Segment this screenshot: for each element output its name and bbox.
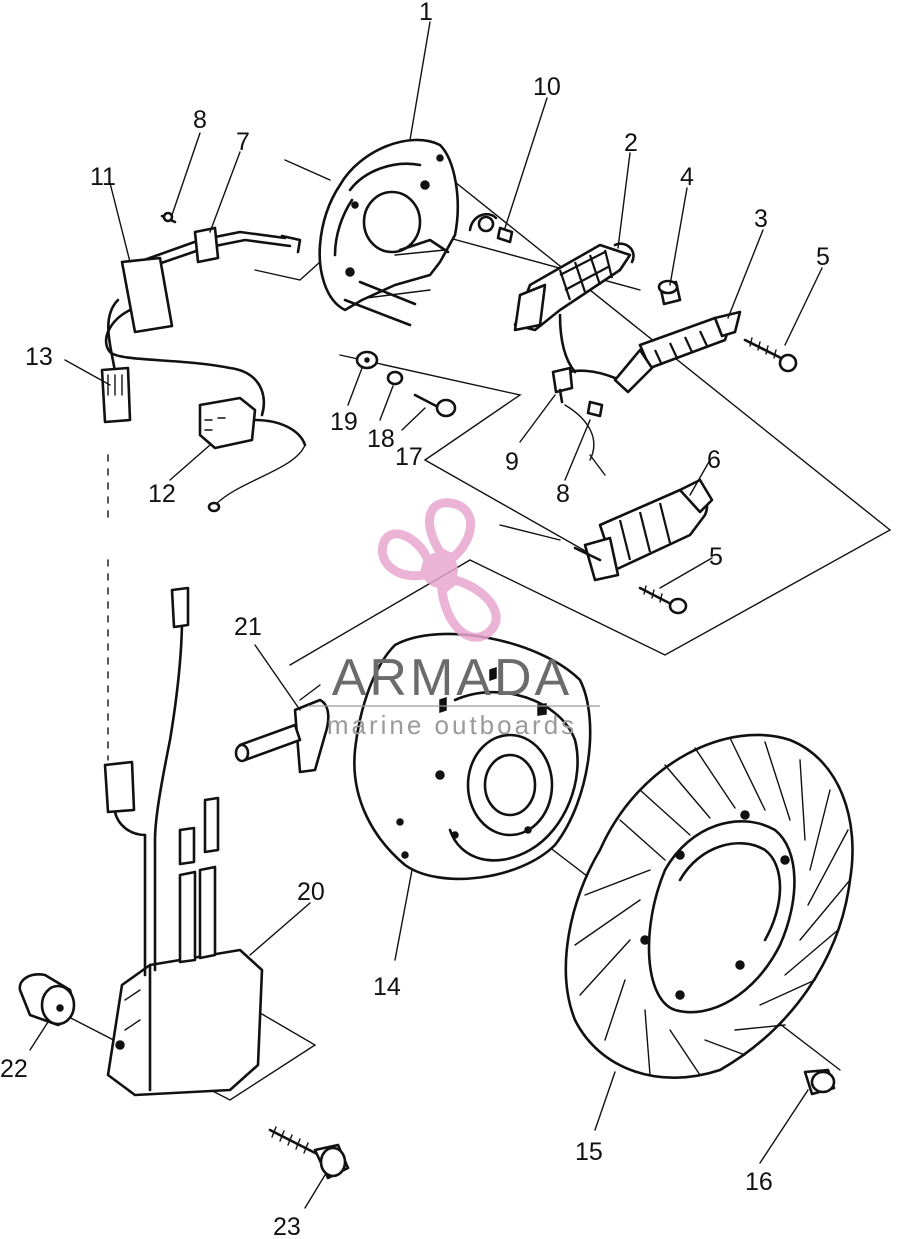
callout-6: 6 — [707, 446, 721, 474]
charging-coil — [613, 310, 742, 394]
callout-10: 10 — [533, 73, 561, 101]
cooling-fan — [564, 733, 854, 1079]
callout-20: 20 — [297, 878, 325, 906]
callout-12: 12 — [148, 480, 176, 508]
screw-10 — [496, 226, 514, 244]
flywheel — [353, 632, 592, 881]
callout-18: 18 — [367, 425, 395, 453]
bolt-23 — [268, 1126, 350, 1180]
callout-22: 22 — [0, 1055, 28, 1083]
stator-base-plate — [318, 138, 459, 327]
spacer — [657, 279, 682, 306]
screw-8-right — [586, 400, 604, 418]
callout-8b: 8 — [556, 480, 570, 508]
callout-16: 16 — [745, 1168, 773, 1196]
callout-9: 9 — [505, 448, 519, 476]
callout-19: 19 — [330, 408, 358, 436]
grommet-22 — [18, 973, 76, 1027]
cdi-unit — [103, 586, 264, 1097]
bolt-16 — [803, 1068, 836, 1096]
screw-5-bottom — [638, 585, 688, 615]
clamp-washer — [468, 213, 498, 233]
screw-8-left — [160, 211, 177, 224]
watermark: ARMADA marine outboards — [308, 498, 600, 740]
screw-5-top — [743, 337, 798, 373]
callout-7: 7 — [236, 128, 250, 156]
callout-14: 14 — [373, 973, 401, 1001]
leader-lines — [29, 21, 823, 1209]
callout-15: 15 — [575, 1138, 603, 1166]
washer-18 — [386, 370, 404, 386]
callout-21: 21 — [234, 613, 262, 641]
callout-11: 11 — [90, 163, 116, 191]
propeller-icon — [378, 498, 501, 642]
callout-17: 17 — [395, 443, 423, 471]
spark-plug-cap — [234, 698, 330, 774]
callout-4: 4 — [680, 163, 694, 191]
connector-12 — [198, 396, 307, 513]
bolt-17 — [413, 393, 457, 418]
pulser-coil — [513, 242, 635, 332]
wiring-harness — [100, 226, 302, 424]
brand-name: ARMADA — [332, 649, 572, 707]
callout-1: 1 — [419, 0, 433, 26]
callout-labels: 1 2 3 4 5 5 6 7 8 8 9 10 11 12 13 14 15 … — [0, 0, 830, 1239]
callout-5a: 5 — [816, 243, 830, 271]
callout-13: 13 — [25, 343, 53, 371]
callout-2: 2 — [624, 129, 638, 157]
coil-leads — [551, 313, 617, 461]
callout-23: 23 — [273, 1213, 301, 1239]
brand-tagline: marine outboards — [327, 710, 577, 740]
callout-8a: 8 — [193, 106, 207, 134]
washer-19 — [355, 350, 379, 370]
callout-3: 3 — [754, 205, 768, 233]
ignition-coil — [573, 478, 714, 582]
callout-5b: 5 — [709, 543, 723, 571]
